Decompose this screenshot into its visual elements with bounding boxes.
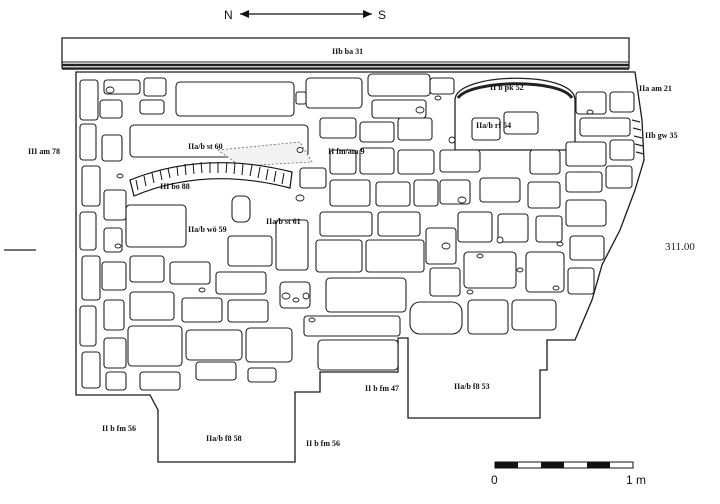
- scale-max: 1 m: [626, 473, 646, 487]
- pebbles: [105, 86, 594, 323]
- scale-bar: 0 1 m: [491, 461, 646, 487]
- label-ba31: IIb ba 31: [332, 47, 363, 56]
- label-bo88: III bo 88: [160, 182, 190, 191]
- stone-blocks: [79, 73, 635, 391]
- wall-band: [61, 37, 630, 70]
- label-st61: IIa/b st 61: [266, 217, 301, 226]
- label-am78: III am 78: [28, 147, 60, 156]
- elevation-label: 311.00: [665, 241, 695, 253]
- pit-features: [129, 77, 576, 167]
- hatched-arch: [129, 161, 293, 197]
- north-south-arrow: N S: [224, 8, 386, 22]
- label-fm56-left: II b fm 56: [102, 424, 136, 433]
- label-rf54: IIa/b rf 54: [476, 121, 511, 130]
- label-fm56-right: II b fm 56: [306, 439, 340, 448]
- scale-zero: 0: [491, 473, 498, 487]
- label-fm47: II b fm 47: [365, 384, 399, 393]
- label-pk52: II b pk 52: [490, 83, 524, 92]
- label-fmam9: II fm/am 9: [328, 147, 364, 156]
- label-wo59: IIa/b wö 59: [188, 225, 227, 234]
- feature-labels: IIb ba 31 IIa am 21 II b pk 52 IIa/b rf …: [28, 47, 677, 448]
- label-am21: IIa am 21: [639, 84, 672, 93]
- label-gw35: IIb gw 35: [645, 131, 677, 140]
- edge-ticks: [631, 119, 645, 155]
- south-label: S: [378, 8, 386, 22]
- north-label: N: [224, 8, 233, 22]
- excavation-outline: [75, 71, 645, 463]
- label-f858: IIa/b f8 58: [206, 434, 242, 443]
- label-f853: IIa/b f8 53: [454, 382, 490, 391]
- label-st60: IIa/b st 60: [188, 142, 223, 151]
